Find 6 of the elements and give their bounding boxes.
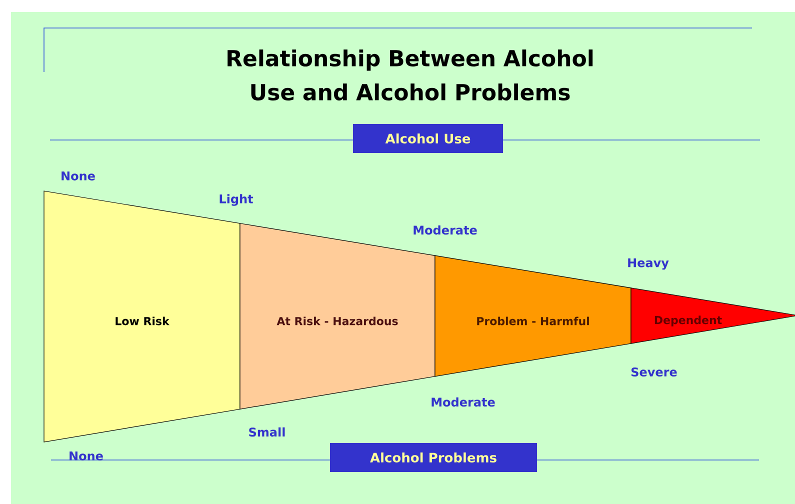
axis-heading-box: Alcohol Problems bbox=[330, 443, 537, 472]
axis-heading-box: Alcohol Use bbox=[353, 124, 503, 153]
risk-segment: Dependent bbox=[630, 288, 795, 344]
level-label: Small bbox=[249, 427, 285, 437]
level-label: Severe bbox=[631, 367, 677, 377]
title: Relationship Between Alcohol Use and Alcohol Problems bbox=[228, 49, 593, 100]
